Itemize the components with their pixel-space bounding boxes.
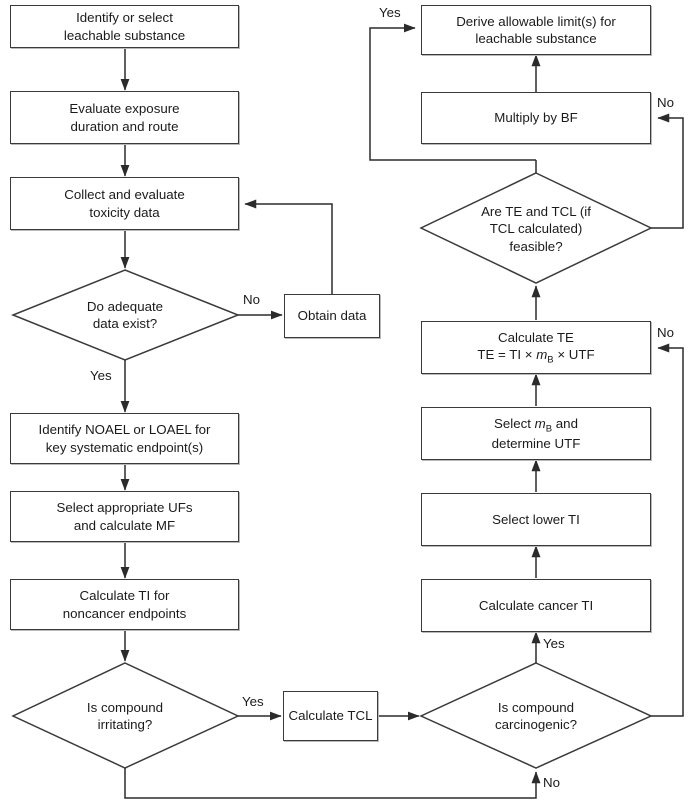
node-derive-limits-text: Derive allowable limit(s) for leachable …	[456, 13, 616, 46]
shape-adequate-data-diamond	[10, 269, 241, 361]
node-obtain-data-text: Obtain data	[297, 308, 367, 324]
node-select-lower-ti-text: Select lower TI	[492, 511, 580, 527]
node-select-ufs-text: Select appropriate UFs and calculate MF	[56, 500, 193, 533]
node-calculate-cancer-ti-text: Calculate cancer TI	[478, 597, 594, 613]
shape-te-tcl-feasible-diamond	[419, 172, 653, 284]
node-identify-substance-text: Identify or select leachable substance	[63, 10, 186, 43]
node-select-lower-ti[interactable]: Select lower TI	[421, 493, 651, 546]
node-evaluate-exposure[interactable]: Evaluate exposure duration and route	[10, 91, 239, 144]
edge-label-feasible-no: No	[657, 95, 674, 110]
node-obtain-data[interactable]: Obtain data	[284, 294, 380, 338]
node-select-mb-utf[interactable]: Select mB and determine UTF	[421, 407, 651, 460]
edge-feasible-yes-to-derive	[369, 23, 536, 161]
node-identify-noael[interactable]: Identify NOAEL or LOAEL for key systemat…	[10, 413, 239, 464]
node-collect-toxicity[interactable]: Collect and evaluate toxicity data	[10, 177, 239, 230]
edge-feasible-no-to-multiply	[651, 113, 684, 229]
edge-label-adequate-data-yes: Yes	[90, 368, 112, 383]
edge-obtain-to-collect	[244, 199, 333, 294]
node-collect-toxicity-text: Collect and evaluate toxicity data	[64, 187, 185, 220]
edge-carcinogenic-right-riser	[651, 343, 684, 717]
edge-label-carcinogenic-no: No	[543, 775, 560, 790]
shape-compound-carcinogenic-diamond	[419, 662, 653, 769]
node-select-mb-utf-text: Select mB and determine UTF	[491, 415, 581, 452]
node-identify-substance[interactable]: Identify or select leachable substance	[10, 5, 239, 48]
edge-label-feasible-yes: Yes	[379, 5, 401, 20]
node-calculate-te[interactable]: Calculate TE TE = TI × mB × UTF	[421, 321, 651, 374]
node-calculate-ti[interactable]: Calculate TI for noncancer endpoints	[10, 579, 239, 630]
node-derive-limits[interactable]: Derive allowable limit(s) for leachable …	[421, 5, 651, 55]
edge-label-adequate-data-no: No	[243, 292, 260, 307]
edge-label-irritating-yes: Yes	[242, 694, 264, 709]
edge-label-calculate-te-no: No	[657, 325, 674, 340]
node-multiply-bf-text: Multiply by BF	[494, 110, 578, 126]
node-select-ufs[interactable]: Select appropriate UFs and calculate MF	[10, 491, 239, 542]
node-calculate-te-text: Calculate TE TE = TI × mB × UTF	[477, 329, 595, 366]
edge-label-carcinogenic-yes: Yes	[543, 636, 565, 651]
node-calculate-tcl-text: Calculate TCL	[288, 708, 373, 724]
node-multiply-bf[interactable]: Multiply by BF	[421, 92, 651, 144]
node-calculate-ti-text: Calculate TI for noncancer endpoints	[62, 588, 187, 621]
edge-irritating-no-to-carcinogenic	[124, 768, 541, 799]
shape-compound-irritating-diamond	[11, 662, 240, 769]
node-evaluate-exposure-text: Evaluate exposure duration and route	[69, 101, 180, 134]
node-calculate-cancer-ti[interactable]: Calculate cancer TI	[421, 579, 651, 632]
node-calculate-te-formula: TE = TI × mB × UTF	[477, 346, 595, 366]
node-identify-noael-text: Identify NOAEL or LOAEL for key systemat…	[38, 422, 211, 455]
node-calculate-tcl[interactable]: Calculate TCL	[283, 691, 378, 741]
